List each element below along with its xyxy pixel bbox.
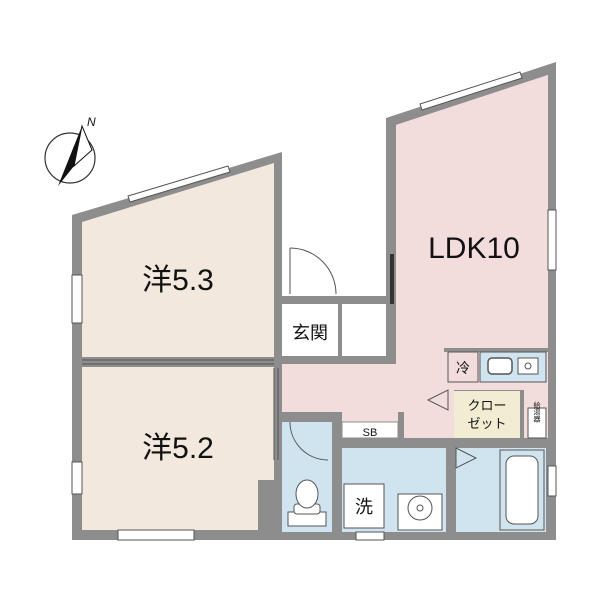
- washbasin-icon: [397, 493, 443, 531]
- western-lower-floor: [82, 367, 274, 530]
- refrigerator-label: 冷: [456, 360, 470, 376]
- washer-label: 洗: [355, 497, 373, 517]
- entrance-label: 玄関: [292, 323, 328, 343]
- western-lower-label: 洋5.2: [142, 432, 214, 465]
- interior-walls: [72, 296, 552, 540]
- compass: N: [44, 115, 96, 186]
- toilet-door: [289, 421, 329, 461]
- compass-north-label: N: [87, 115, 96, 129]
- shoe-box-label: SB: [363, 427, 378, 439]
- water-heater: 給湯器: [527, 401, 547, 439]
- bathtub-icon: [499, 449, 545, 531]
- north-arrow-icon: [58, 126, 82, 186]
- toilet-icon: [287, 479, 327, 527]
- closet-label-line1: クロー: [467, 398, 506, 413]
- refrigerator: 冷: [447, 351, 479, 383]
- windows: [71, 71, 557, 541]
- stove-icon: [517, 357, 539, 375]
- entrance-door: [289, 247, 337, 295]
- entrance-floor: [290, 242, 338, 294]
- ldk-door-marks: [426, 389, 478, 469]
- sink-icon: [487, 357, 513, 375]
- closet-label-line2: ゼット: [467, 416, 506, 431]
- ldk-label: LDK10: [428, 232, 520, 265]
- western-upper-label: 洋5.3: [142, 264, 214, 297]
- kitchen-counter: [479, 351, 547, 383]
- water-heater-label: 給湯器: [533, 401, 541, 424]
- entrance-label-box: [282, 308, 338, 354]
- sliding-door-western: [82, 359, 279, 460]
- western-upper-floor: [82, 163, 274, 357]
- entrance-partition-mark: [390, 254, 394, 304]
- washer-space: [343, 483, 385, 529]
